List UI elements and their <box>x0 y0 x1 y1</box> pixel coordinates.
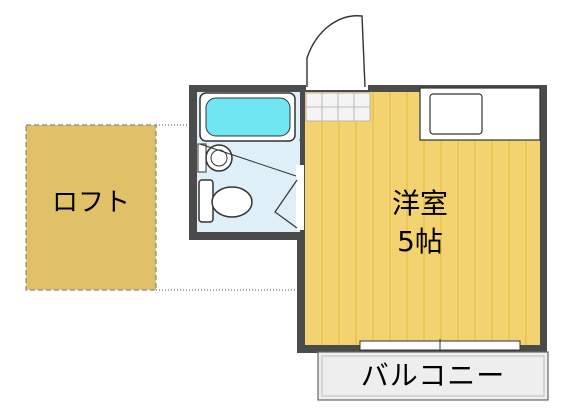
loft-label: ロフト <box>51 188 130 218</box>
sink-counter <box>197 143 207 173</box>
bath-divider <box>199 143 297 177</box>
kitchen-sink-icon <box>429 93 483 135</box>
bathtub-water-icon <box>205 97 291 137</box>
sink-icon <box>205 144 233 172</box>
toilet-bowl-icon <box>211 186 253 218</box>
room-name-label: 洋室 <box>391 187 448 220</box>
bath-door-opening <box>296 165 304 230</box>
entrance-tile <box>305 92 371 122</box>
balcony-label: バルコニー <box>360 359 506 392</box>
bath-door-icon <box>274 179 298 229</box>
room-size-label: 5帖 <box>397 225 443 258</box>
loft-area <box>25 124 157 291</box>
balcony-rail <box>321 355 545 397</box>
entry-door-icon <box>306 15 366 88</box>
toilet-tank <box>198 179 214 223</box>
balcony-area <box>317 351 549 401</box>
